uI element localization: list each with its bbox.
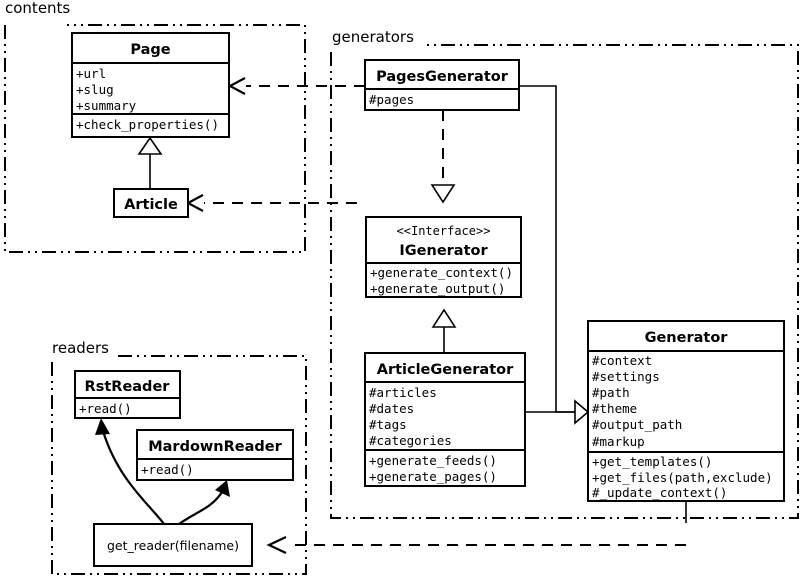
package-readers-label: readers bbox=[52, 339, 109, 357]
function-get-reader-frame bbox=[93, 523, 253, 567]
class-articlegenerator-frame bbox=[364, 352, 526, 487]
package-generators-label: generators bbox=[332, 28, 414, 46]
generalization-arrowhead-icon bbox=[137, 136, 163, 155]
edge-curve bbox=[178, 491, 223, 525]
package-contents-label: contents bbox=[5, 0, 70, 17]
class-generator-attribute: #settings bbox=[592, 369, 660, 384]
package-generators: generators bbox=[330, 28, 799, 519]
class-page-title: Page bbox=[130, 42, 170, 58]
class-box-page[interactable]: Page +url +slug +summary +check_properti… bbox=[71, 32, 230, 138]
class-articlegenerator-attribute: #tags bbox=[369, 417, 407, 432]
class-page-attribute: +summary bbox=[76, 98, 137, 113]
class-rstreader-title: RstReader bbox=[85, 379, 171, 395]
realization-arrowhead-icon bbox=[430, 184, 456, 204]
class-articlegenerator-method: +generate_pages() bbox=[369, 469, 497, 484]
class-mardownreader-method: +read() bbox=[141, 462, 194, 477]
class-generator-attribute: #theme bbox=[592, 401, 637, 416]
dependency-arrowhead-icon bbox=[227, 77, 246, 95]
package-readers: readers bbox=[51, 339, 307, 575]
class-page-attribute: +url bbox=[76, 66, 106, 81]
class-mardownreader-title: MardownReader bbox=[148, 439, 282, 455]
class-generator-method: #_update_context() bbox=[592, 485, 727, 500]
package-contents: contents bbox=[4, 0, 306, 253]
class-rstreader-method: +read() bbox=[79, 401, 132, 416]
dependency-arrowhead-icon bbox=[185, 194, 204, 212]
edge-getreader-returns-rstreader bbox=[95, 418, 165, 525]
package-generators-border bbox=[330, 44, 799, 519]
class-box-generator[interactable]: Generator #context #settings #path #them… bbox=[587, 320, 785, 502]
class-box-mardownreader[interactable]: MardownReader +read() bbox=[136, 429, 294, 481]
class-igenerator-frame bbox=[365, 216, 522, 298]
class-rstreader-frame bbox=[74, 370, 181, 419]
class-igenerator-stereotype: <<Interface>> bbox=[397, 224, 491, 238]
class-box-article[interactable]: Article bbox=[113, 188, 189, 218]
edge-curve bbox=[101, 430, 165, 525]
class-igenerator-method: +generate_context() bbox=[370, 265, 513, 280]
class-articlegenerator-attribute: #articles bbox=[369, 385, 437, 400]
return-arrowhead-icon bbox=[215, 480, 230, 497]
generalization-arrowhead-icon bbox=[431, 308, 457, 328]
return-arrowhead-icon bbox=[95, 418, 110, 435]
class-igenerator-method: +generate_output() bbox=[370, 281, 505, 296]
class-page-method: +check_properties() bbox=[76, 117, 219, 132]
class-article-frame bbox=[113, 188, 189, 218]
edge-line bbox=[519, 85, 575, 413]
class-articlegenerator-attribute: #categories bbox=[369, 433, 452, 448]
dependency-arrowhead-icon bbox=[266, 536, 287, 554]
edge-articlegenerator-inherits-generator bbox=[525, 399, 590, 425]
class-mardownreader-frame bbox=[136, 429, 294, 481]
edge-article-inherits-page bbox=[137, 136, 163, 189]
edge-pagesgenerator-uses-page bbox=[227, 77, 365, 95]
edge-getreader-returns-mardownreader bbox=[178, 480, 230, 525]
class-page-frame bbox=[71, 32, 230, 138]
function-get-reader-label: get_reader(filename) bbox=[107, 538, 239, 553]
class-generator-attribute: #output_path bbox=[592, 417, 682, 432]
class-generator-attribute: #markup bbox=[592, 434, 645, 449]
class-pagesgenerator-title: PagesGenerator bbox=[376, 69, 509, 85]
class-pagesgenerator-attribute: #pages bbox=[369, 92, 414, 107]
class-article-title: Article bbox=[124, 197, 178, 213]
class-igenerator-title: IGenerator bbox=[399, 243, 488, 259]
class-box-igenerator[interactable]: <<Interface>> IGenerator +generate_conte… bbox=[365, 216, 522, 298]
class-generator-attribute: #context bbox=[592, 353, 652, 368]
edge-pagesgenerator-inherits-generator bbox=[519, 85, 575, 413]
class-generator-title: Generator bbox=[645, 330, 729, 346]
class-generator-attribute: #path bbox=[592, 385, 630, 400]
class-box-pagesgenerator[interactable]: PagesGenerator #pages bbox=[364, 59, 520, 111]
generalization-arrowhead-icon bbox=[574, 399, 590, 425]
class-box-articlegenerator[interactable]: ArticleGenerator #articles #dates #tags … bbox=[364, 352, 526, 487]
class-articlegenerator-attribute: #dates bbox=[369, 401, 414, 416]
edge-generator-uses-getreader bbox=[266, 501, 687, 554]
edge-articlegenerator-realizes-igenerator bbox=[431, 308, 457, 353]
edge-pagesgenerator-realizes-igenerator bbox=[430, 110, 456, 204]
class-articlegenerator-title: ArticleGenerator bbox=[377, 362, 514, 378]
class-box-rstreader[interactable]: RstReader +read() bbox=[74, 370, 181, 419]
class-generator-method: +get_files(path,exclude) bbox=[592, 470, 773, 485]
class-generator-method: +get_templates() bbox=[592, 454, 712, 469]
class-pagesgenerator-frame bbox=[364, 59, 520, 111]
class-articlegenerator-method: +generate_feeds() bbox=[369, 453, 497, 468]
package-contents-border bbox=[4, 24, 306, 253]
function-box-get-reader[interactable]: get_reader(filename) bbox=[93, 523, 253, 567]
class-page-attribute: +slug bbox=[76, 82, 114, 97]
package-readers-border bbox=[51, 355, 307, 575]
